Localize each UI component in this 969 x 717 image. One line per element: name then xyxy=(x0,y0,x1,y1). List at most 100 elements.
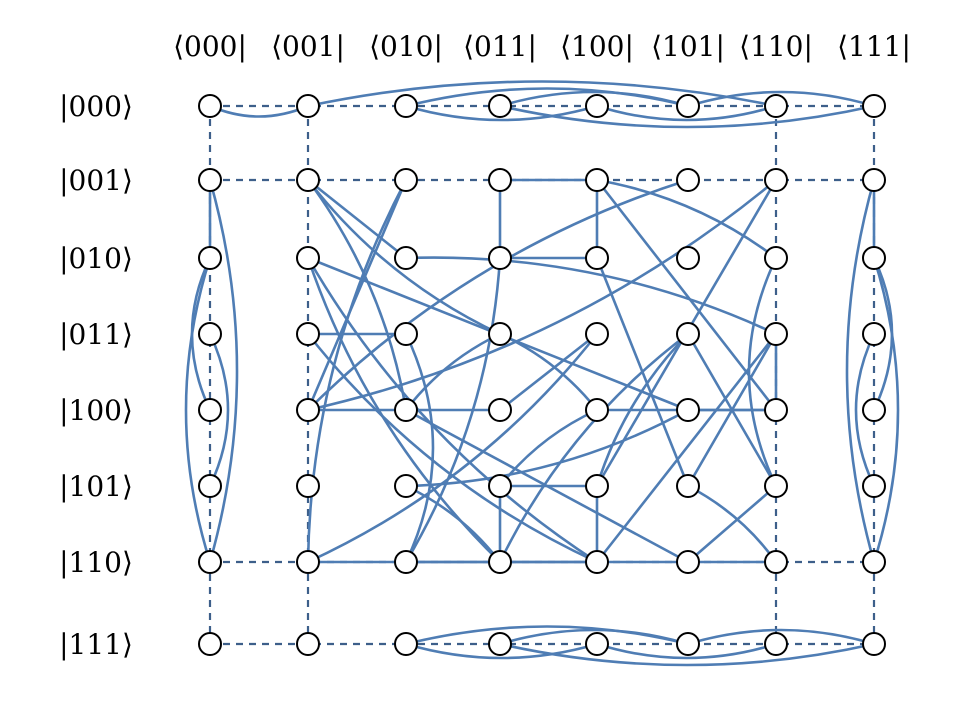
node xyxy=(676,632,700,656)
column-label: ⟨101| xyxy=(651,30,725,63)
node xyxy=(394,246,418,270)
node xyxy=(488,168,512,192)
row-label: |110⟩ xyxy=(59,546,133,579)
node xyxy=(764,550,788,574)
edge xyxy=(845,179,876,563)
edge xyxy=(687,628,875,646)
node xyxy=(198,94,222,118)
row-label: |000⟩ xyxy=(59,90,133,123)
node xyxy=(764,632,788,656)
edge xyxy=(499,332,598,412)
column-label: ⟨000| xyxy=(173,30,247,63)
edge xyxy=(498,332,689,563)
edge xyxy=(306,333,598,564)
node xyxy=(862,550,886,574)
node xyxy=(296,550,320,574)
node xyxy=(764,94,788,118)
edge xyxy=(405,625,689,646)
node xyxy=(585,550,609,574)
edge xyxy=(306,179,501,336)
node xyxy=(198,322,222,346)
node xyxy=(488,322,512,346)
node xyxy=(488,632,512,656)
node xyxy=(585,632,609,656)
edge xyxy=(405,104,598,122)
node xyxy=(676,246,700,270)
row-labels: |000⟩ |001⟩ |010⟩ |011⟩ |100⟩ |101⟩ |110⟩ |111⟩ xyxy=(59,90,133,661)
edge xyxy=(208,179,239,563)
edge xyxy=(307,80,777,108)
edge xyxy=(872,257,900,563)
row-label: |100⟩ xyxy=(59,394,133,427)
edge xyxy=(499,642,875,667)
node xyxy=(488,246,512,270)
node xyxy=(764,246,788,270)
node xyxy=(198,474,222,498)
edge xyxy=(499,104,875,129)
node xyxy=(862,168,886,192)
node xyxy=(296,398,320,422)
node xyxy=(488,474,512,498)
node xyxy=(676,550,700,574)
node xyxy=(296,246,320,270)
node xyxy=(394,398,418,422)
node xyxy=(862,632,886,656)
node xyxy=(585,94,609,118)
edge xyxy=(595,257,690,487)
node xyxy=(676,94,700,118)
edge xyxy=(306,257,598,564)
edge xyxy=(404,257,502,563)
row-label: |001⟩ xyxy=(59,164,133,197)
node xyxy=(198,246,222,270)
column-label: ⟨010| xyxy=(369,30,443,63)
node xyxy=(394,94,418,118)
edge xyxy=(190,257,212,411)
node xyxy=(488,398,512,422)
node xyxy=(676,398,700,422)
edge xyxy=(404,333,435,563)
node xyxy=(198,168,222,192)
edge xyxy=(687,90,875,108)
edge xyxy=(596,104,777,122)
edge xyxy=(405,642,598,660)
edge xyxy=(404,332,501,411)
node xyxy=(764,474,788,498)
edge xyxy=(747,257,778,487)
node xyxy=(296,322,320,346)
edge xyxy=(596,178,777,260)
edge xyxy=(687,485,777,563)
node xyxy=(198,632,222,656)
node xyxy=(676,168,700,192)
edge xyxy=(307,178,407,260)
edge xyxy=(184,257,212,563)
edge xyxy=(306,179,408,411)
edge xyxy=(596,642,777,660)
edge xyxy=(499,332,599,411)
edge xyxy=(405,408,689,564)
edge xyxy=(405,484,502,563)
node xyxy=(862,94,886,118)
column-label: ⟨111| xyxy=(837,30,911,63)
node xyxy=(862,474,886,498)
node xyxy=(394,632,418,656)
row-label: |101⟩ xyxy=(59,470,133,503)
row-label: |111⟩ xyxy=(59,628,133,661)
edge xyxy=(854,333,876,487)
node xyxy=(862,322,886,346)
node xyxy=(862,246,886,270)
node xyxy=(296,632,320,656)
edge xyxy=(595,179,778,411)
node xyxy=(394,168,418,192)
node xyxy=(296,168,320,192)
edges xyxy=(184,80,900,667)
node xyxy=(488,550,512,574)
column-labels: ⟨000|⟨001|⟨010|⟨011|⟨100|⟨101|⟨110|⟨111| xyxy=(173,30,911,63)
edge xyxy=(208,333,230,487)
node xyxy=(198,398,222,422)
row-label: |011⟩ xyxy=(59,318,133,351)
node xyxy=(296,94,320,118)
row-label: |010⟩ xyxy=(59,242,133,275)
nodes xyxy=(198,94,886,656)
edge xyxy=(209,104,309,118)
